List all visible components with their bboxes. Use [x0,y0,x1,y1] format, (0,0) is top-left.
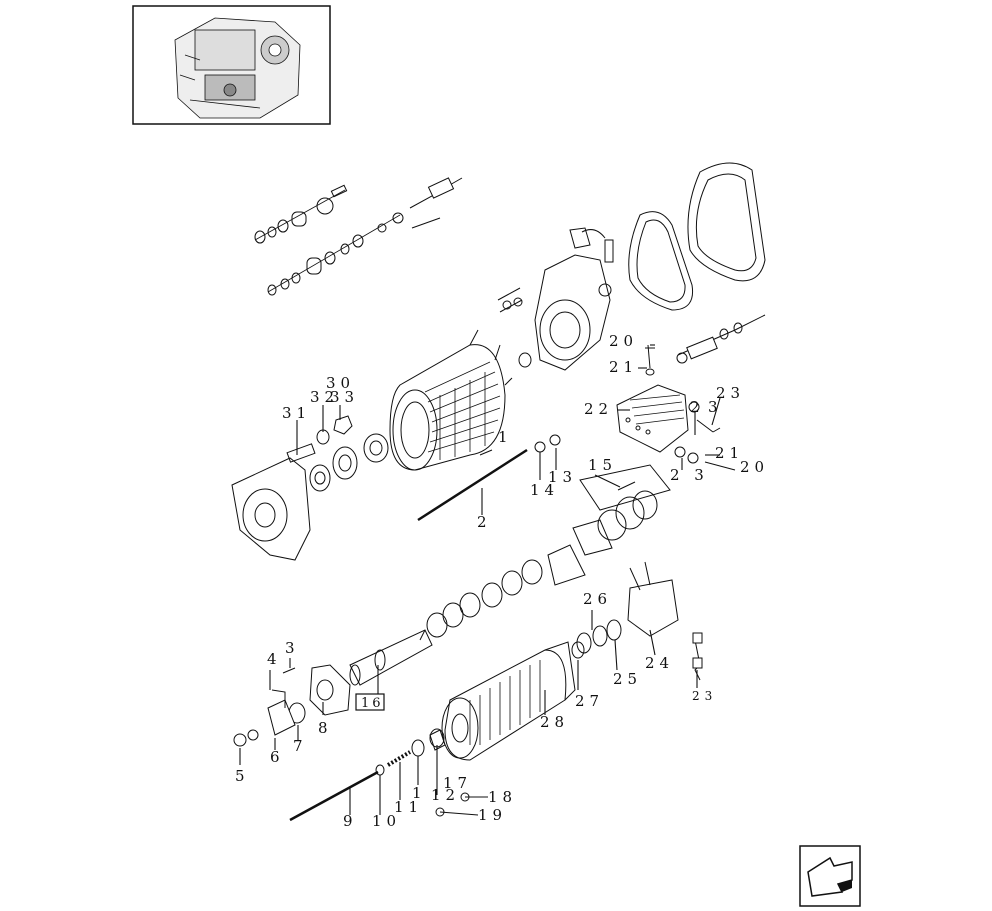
callout-25: 23 [692,689,717,703]
callout-3d: 3 [285,639,300,657]
callout-8: 8 [318,719,333,737]
callout-2: 33 [330,388,359,406]
solenoid-relay [616,314,766,471]
callout-21b: 21 [715,444,744,462]
callout-23-label: 2 3 [670,466,709,484]
drive-shaft [349,629,433,686]
callout-4: 4 [267,650,282,668]
engine-thumbnail-icon [132,5,331,125]
callout-18: 18 [488,788,517,806]
callout-17: 17 [443,774,472,792]
callout-20a: 20 [609,332,638,350]
callout-labels: 31 32 33 30 29 1 2 14 13 15 20 21 22 23 … [235,332,769,830]
callout-19: 19 [478,806,507,824]
end-plate-stack [426,464,671,638]
callout-24: 23 [716,384,745,402]
callout-29: 27 [575,692,604,710]
callout-13: 13 [548,468,577,486]
upper-hardware-rows [254,177,463,296]
callout-7: 7 [293,737,308,755]
callout-10: 10 [372,812,401,830]
callout-12: 12 [431,786,460,804]
callout-5: 5 [235,767,250,785]
callout-27: 25 [613,670,642,688]
drive-belts [628,162,766,311]
boxed-callout-16: 16 [355,693,385,711]
callout-22: 22 [584,400,613,418]
callout-14: 14 [530,481,559,499]
callout-11: 11 [394,798,423,816]
brush-holder [576,561,703,681]
callout-31: 31 [282,404,311,422]
callout-2b: 2 [477,513,492,531]
callout-30: 28 [540,713,569,731]
callout-3: 32 [310,388,339,406]
callout-20b: 20 [740,458,769,476]
callout-1b: 1 [412,784,427,802]
callout-32: 30 [326,374,355,392]
svg-text:16: 16 [361,696,384,711]
callout-3c: 3 [708,398,723,416]
callout-6: 6 [270,748,285,766]
callout-1: 1 [498,428,513,446]
alternator-bracket [497,227,614,371]
armature [429,641,585,761]
drive-end-housing [233,664,351,747]
leader-lines [239,344,721,816]
callout-2c: 2 [690,398,705,416]
callout-26: 24 [645,654,674,672]
rotor-pulley-assembly [231,352,532,561]
callout-9: 9 [343,812,358,830]
callout-21a: 21 [609,358,638,376]
callout-28: 26 [583,590,612,608]
callout-15: 15 [588,456,617,474]
stator-assembly [389,329,513,471]
next-page-arrow-icon[interactable] [799,845,861,907]
